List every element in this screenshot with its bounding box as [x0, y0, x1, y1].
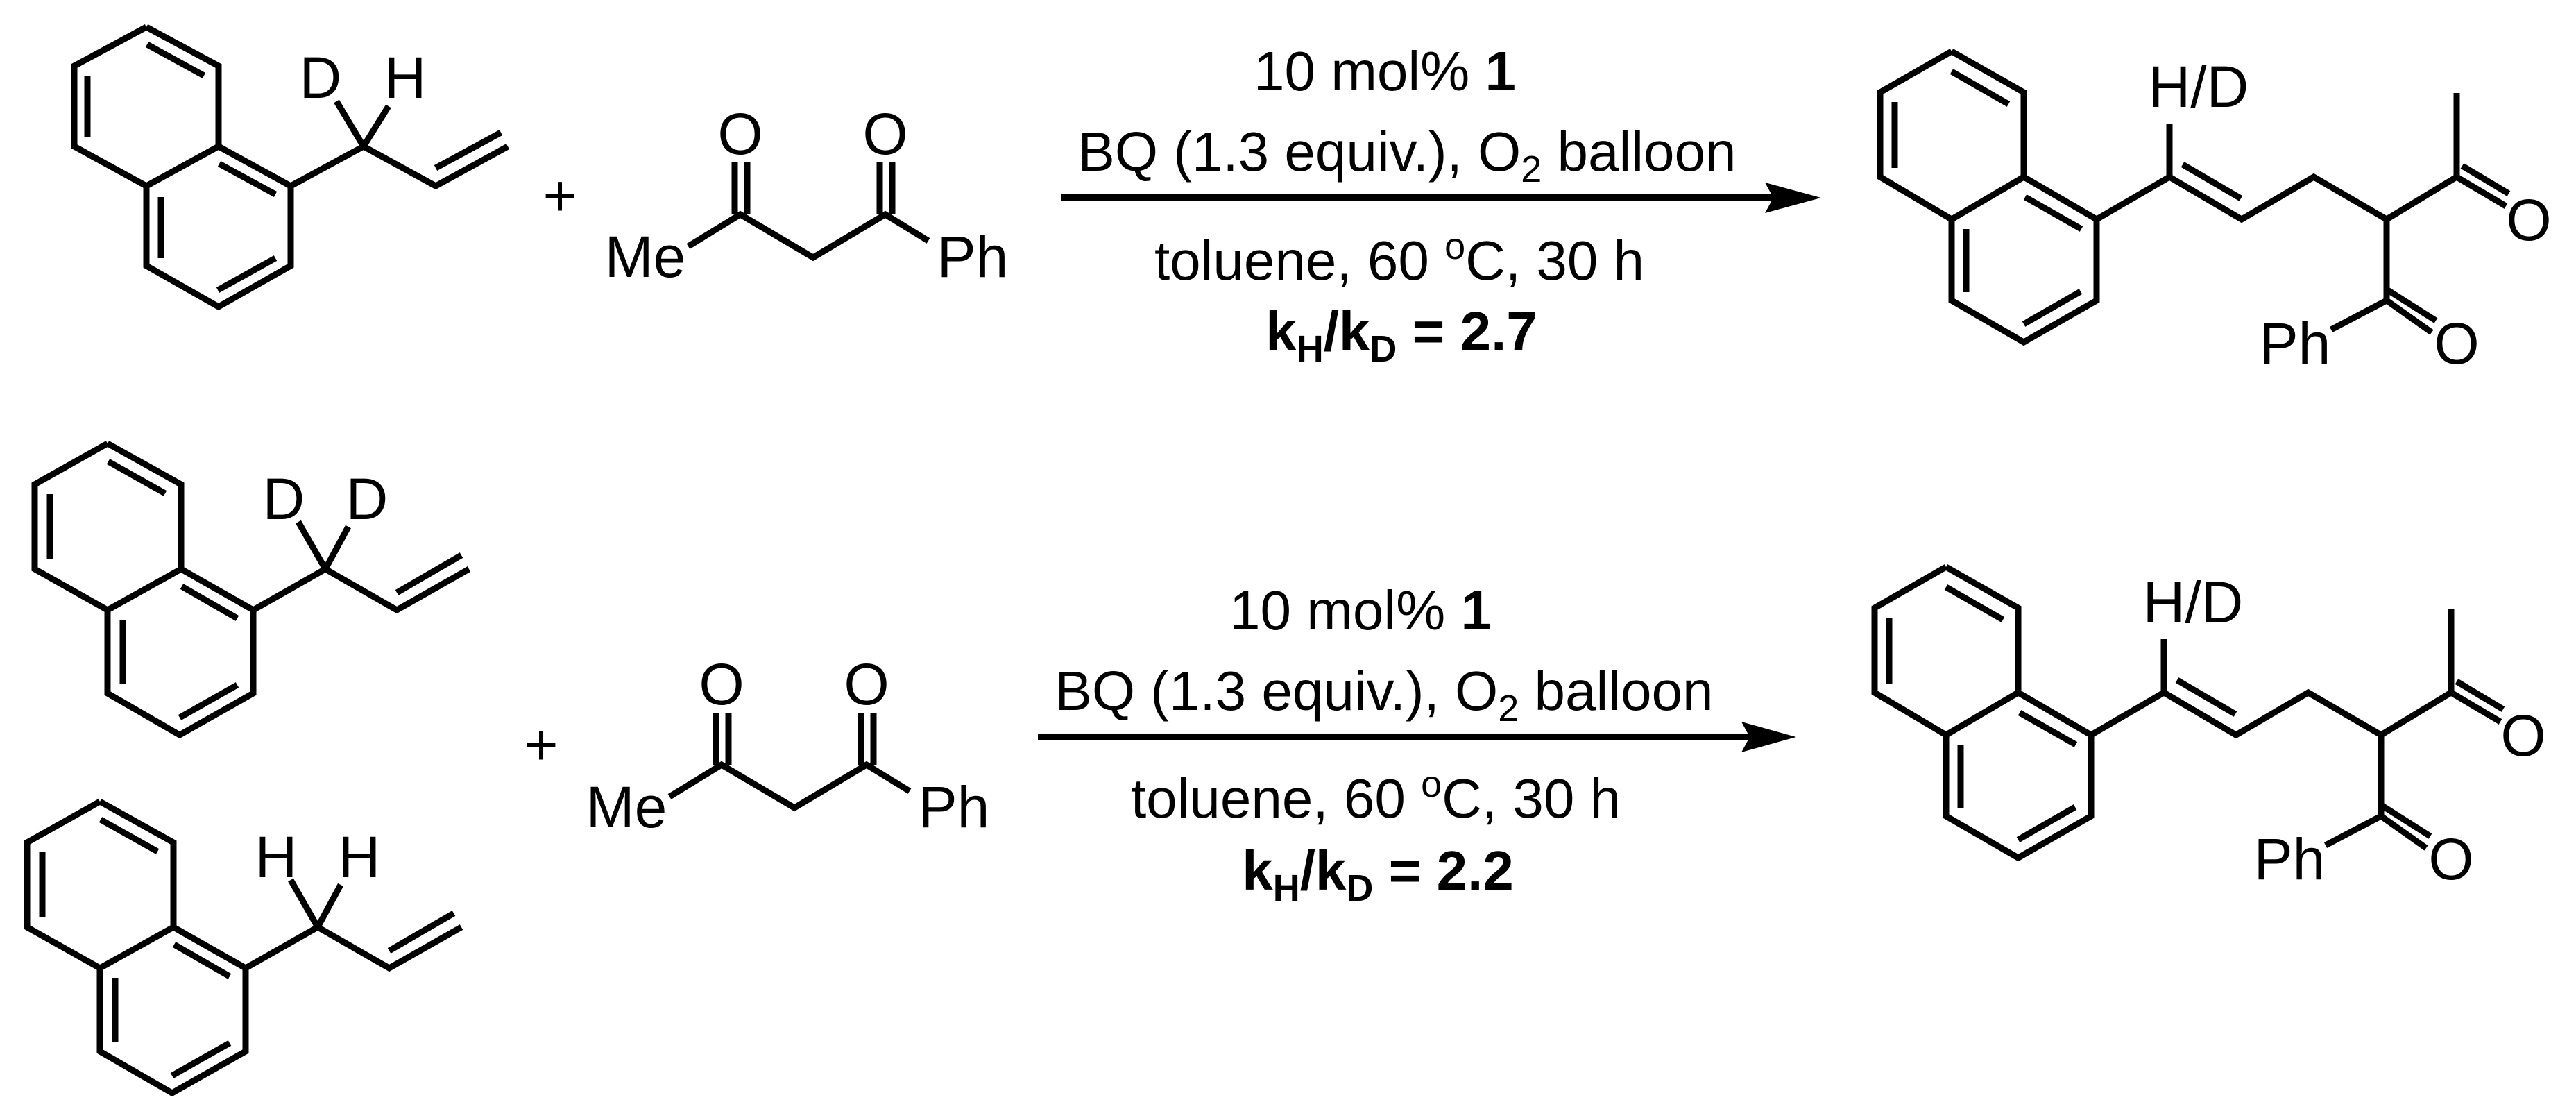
- diketone-reagent: O O Me Ph: [586, 652, 990, 840]
- product-bonds: [1871, 564, 2505, 862]
- product: H/D O O Ph: [1871, 564, 2546, 892]
- oxygen-label: O: [699, 652, 744, 717]
- allyl-chain: [289, 99, 510, 190]
- diketone-reagent: O O Me Ph: [605, 101, 1009, 289]
- phenyl-label: Ph: [2254, 827, 2326, 892]
- methyl-label: Me: [605, 224, 686, 289]
- diketone-bonds: [686, 162, 930, 262]
- methyl-label: Me: [586, 774, 667, 840]
- oxidant-line: BQ (1.3 equiv.), O2 balloon: [1055, 660, 1713, 729]
- deuterium-label: D: [346, 466, 389, 532]
- plus-sign: +: [524, 712, 558, 777]
- hydrogen-label: H: [255, 824, 298, 890]
- oxygen-label: O: [717, 101, 762, 167]
- oxygen-label: O: [2428, 827, 2473, 892]
- plus-sign: +: [543, 163, 577, 228]
- deuterium-label: D: [263, 466, 305, 532]
- oxygen-label: O: [862, 101, 907, 167]
- oxidant-line: BQ (1.3 equiv.), O2 balloon: [1077, 121, 1736, 190]
- substrate-protio: H H: [24, 799, 463, 1097]
- oxygen-label: O: [2434, 311, 2479, 376]
- hydrogen-label: H: [384, 45, 427, 110]
- product-bonds: [1877, 49, 2511, 346]
- reaction-arrow: [1061, 183, 1821, 213]
- catalyst-id: 1: [1485, 40, 1516, 102]
- oxygen-label: O: [2506, 187, 2551, 253]
- catalyst-loading: 10 mol% 1: [1254, 40, 1516, 102]
- reaction-arrow: [1038, 722, 1796, 752]
- reaction-conditions: 10 mol% 1 BQ (1.3 equiv.), O2 balloon to…: [1038, 579, 1796, 909]
- allyl-chain: [244, 878, 463, 972]
- diketone-bonds: [667, 713, 912, 812]
- substrate-dideuterated: D D: [31, 441, 471, 739]
- hydrogen-label: H: [339, 824, 381, 890]
- reaction-conditions: 10 mol% 1 BQ (1.3 equiv.), O2 balloon to…: [1061, 40, 1821, 370]
- naphthalene-ring: [24, 799, 249, 1097]
- phenyl-label: Ph: [919, 774, 990, 840]
- naphthalene-ring: [31, 441, 257, 739]
- solvent-temperature-time: toluene, 60 oC, 30 h: [1131, 763, 1621, 829]
- allyl-chain: [251, 520, 471, 614]
- phenyl-label: Ph: [2260, 311, 2331, 376]
- solvent-temperature-time: toluene, 60 oC, 30 h: [1154, 226, 1644, 291]
- kie-value: kH/kD = 2.2: [1242, 840, 1514, 909]
- hd-label: H/D: [2143, 570, 2244, 635]
- catalyst-loading: 10 mol% 1: [1229, 579, 1492, 641]
- hd-label: H/D: [2149, 54, 2249, 119]
- phenyl-label: Ph: [937, 224, 1009, 289]
- oxygen-label: O: [844, 652, 889, 717]
- deuterium-label: D: [300, 45, 342, 110]
- catalyst-id: 1: [1460, 579, 1492, 641]
- kie-value: kH/kD = 2.7: [1265, 300, 1537, 370]
- substrate-monodeuterated: D H: [71, 24, 510, 311]
- oxygen-label: O: [2500, 703, 2545, 768]
- product: H/D O O Ph: [1877, 49, 2552, 376]
- naphthalene-ring: [71, 24, 294, 311]
